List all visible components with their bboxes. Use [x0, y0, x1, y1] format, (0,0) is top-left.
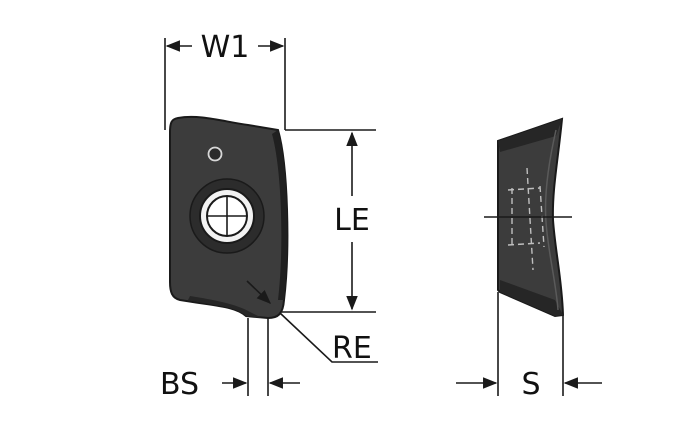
s-dimension: S [456, 292, 602, 402]
bs-label: BS [160, 367, 199, 402]
side-top-bevel [498, 119, 562, 152]
s-label: S [521, 367, 540, 402]
le-label: LE [334, 203, 370, 238]
re-label: RE [332, 331, 372, 366]
insert-corner-shade [188, 296, 262, 318]
side-edge-line [544, 129, 559, 311]
side-bottom-bevel [500, 280, 563, 316]
insert-edge-shade [272, 130, 288, 300]
re-callout: RE [279, 312, 378, 366]
pin-hole [207, 146, 223, 162]
re-leader [246, 280, 272, 304]
le-dimension: LE [282, 129, 376, 313]
re-callout-line [279, 312, 378, 363]
w1-label: W1 [201, 30, 250, 65]
w1-dimension: W1 [164, 30, 286, 130]
side-view [484, 117, 572, 318]
front-view [169, 115, 289, 320]
bs-dimension: BS [160, 318, 300, 402]
